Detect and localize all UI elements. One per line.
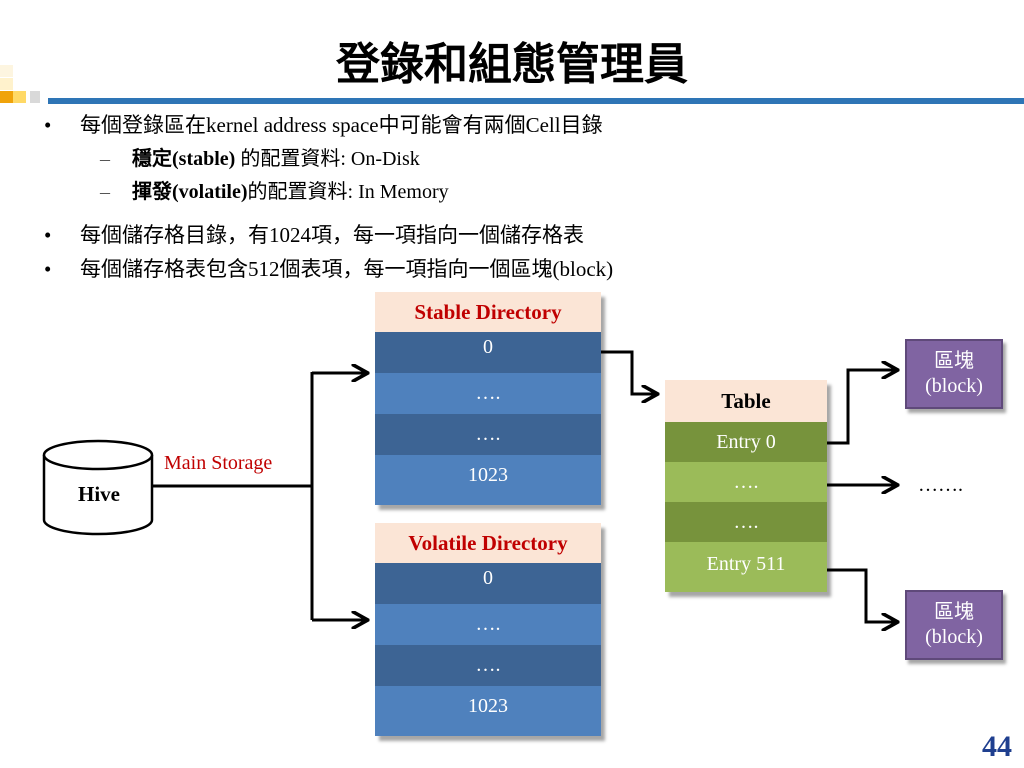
volatile-directory-cell: 1023 — [375, 686, 601, 736]
middle-dots: ……. — [918, 474, 963, 496]
volatile-directory-cell: …. — [375, 604, 601, 645]
arrow-directory-to-table — [600, 350, 656, 394]
stable-directory-cell: 0 — [375, 332, 601, 373]
block-label-en: (block) — [925, 375, 983, 397]
bullet-text: 每個儲存格表包含512個表項，每一項指向一個區塊(block) — [80, 257, 614, 281]
block-bottom: 區塊 (block) — [905, 590, 1003, 660]
stable-directory-cell: 1023 — [375, 455, 601, 505]
sub-bullet-dash: – — [100, 181, 110, 203]
main-storage-label: Main Storage — [164, 452, 273, 474]
deco-square-orange — [0, 91, 13, 103]
slide-title: 登錄和組態管理員 — [336, 39, 688, 90]
cell-table-title: Table — [665, 380, 827, 422]
bullet-dot: • — [44, 223, 52, 247]
deco-square-pale-2 — [0, 65, 13, 77]
volatile-directory-title: Volatile Directory — [375, 523, 601, 563]
stable-directory-title: Stable Directory — [375, 292, 601, 332]
arrow-entry511-to-block — [827, 568, 896, 622]
volatile-directory-cell: 0 — [375, 563, 601, 604]
page-number: 44 — [982, 730, 1012, 763]
sub-bullet-rest: 的配置資料: In Memory — [247, 181, 449, 203]
deco-square-gray — [30, 91, 40, 103]
cell-table-box: Table Entry 0 …. …. Entry 511 — [665, 380, 827, 592]
deco-square-pale — [0, 78, 13, 90]
sub-bullet-text: 揮發(volatile)的配置資料: In Memory — [132, 179, 449, 205]
sub-bullet-bold: 揮發(volatile) — [132, 181, 248, 203]
cell-table-entry: …. — [665, 502, 827, 542]
stable-directory-cell: …. — [375, 373, 601, 414]
volatile-directory-cell: …. — [375, 645, 601, 686]
cell-table-entry: …. — [665, 462, 827, 502]
bullet-dot: • — [44, 113, 52, 137]
sub-bullet-text: 穩定(stable) 的配置資料: On-Disk — [132, 146, 420, 172]
block-label: 區塊 — [934, 601, 974, 623]
sub-bullet-rest: 的配置資料: On-Disk — [235, 148, 420, 170]
bullet-text: 每個登錄區在kernel address space中可能會有兩個Cell目錄 — [80, 113, 603, 137]
cell-table-entry: Entry 511 — [665, 542, 827, 592]
block-label-en: (block) — [925, 626, 983, 648]
sub-bullet-bold: 穩定(stable) — [132, 148, 236, 170]
stable-directory-box: Stable Directory 0 …. …. 1023 — [375, 292, 601, 505]
bullet-text: 每個儲存格目錄，有1024項，每一項指向一個儲存格表 — [80, 223, 584, 247]
block-top: 區塊 (block) — [905, 339, 1003, 409]
bullet-dot: • — [44, 257, 52, 281]
sub-bullet-dash: – — [100, 148, 110, 170]
stable-directory-cell: …. — [375, 414, 601, 455]
hive-cylinder-icon — [42, 439, 154, 536]
deco-square-yellow — [13, 91, 26, 103]
arrow-entry0-to-block — [827, 370, 896, 445]
hive-label: Hive — [78, 482, 120, 506]
block-label: 區塊 — [934, 350, 974, 372]
volatile-directory-box: Volatile Directory 0 …. …. 1023 — [375, 523, 601, 736]
header-deco-bar — [48, 98, 1024, 104]
cell-table-entry: Entry 0 — [665, 422, 827, 462]
